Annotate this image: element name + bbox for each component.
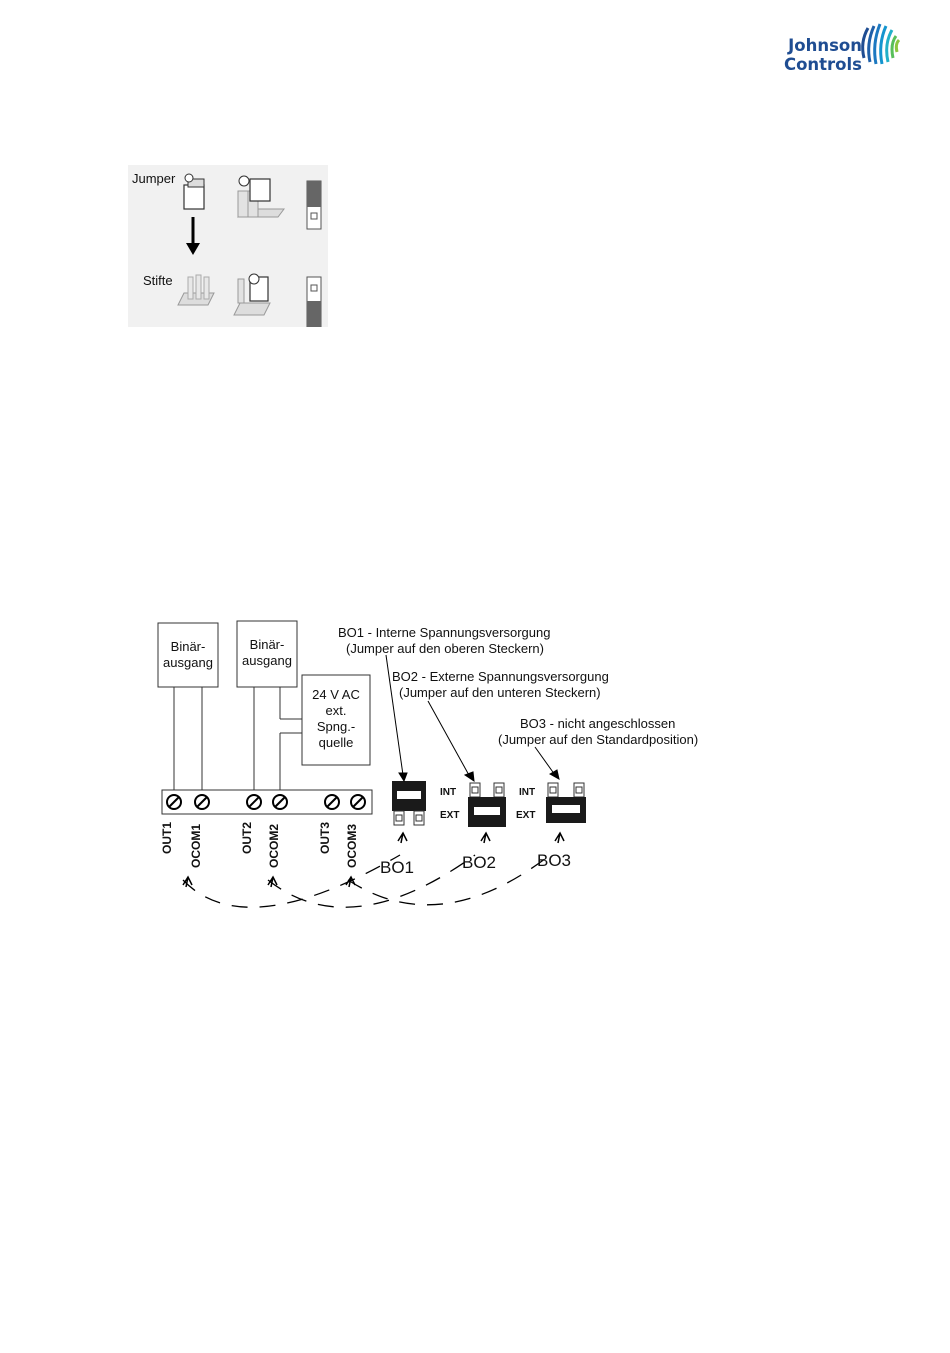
bo3-annotation-line2: (Jumper auf den Standardposition)	[498, 732, 699, 747]
power-source-line2: ext.	[325, 703, 347, 718]
bo3-label: BO3	[537, 851, 572, 870]
jumper-on-pins-bottom-icon	[233, 273, 271, 316]
bo2-connector	[468, 782, 506, 827]
position-indicator-bottom	[306, 276, 322, 328]
logo-text: Johnson Controls	[770, 36, 862, 74]
bo2-annotation-line2: (Jumper auf den unteren Steckern)	[399, 685, 601, 700]
johnson-controls-logo: Johnson Controls	[770, 18, 902, 80]
binary-output-2-label: Binär- ausgang	[237, 637, 297, 669]
down-arrow-icon	[186, 217, 200, 255]
binary-output-1-line1: Binär-	[170, 639, 206, 654]
bo2-label: BO2	[462, 853, 497, 872]
ext-label-2: EXT	[516, 810, 536, 821]
terminal-strip	[161, 789, 373, 815]
terminal-ocom3: OCOM3	[345, 823, 360, 869]
bo1-label: BO1	[380, 858, 415, 877]
power-source-line3: Spng.-	[316, 719, 356, 734]
int-label-2: INT	[519, 787, 536, 798]
jumper-label: Jumper	[132, 171, 176, 186]
bo2-annotation-line1: BO2 - Externe Spannungsversorgung	[392, 669, 609, 684]
position-indicator-top	[306, 180, 322, 230]
bo1-annotation-line1: BO1 - Interne Spannungsversorgung	[338, 625, 551, 640]
terminal-screws	[166, 794, 366, 810]
logo-line2: Controls	[783, 55, 862, 74]
power-source-box	[301, 674, 371, 766]
jumper-illustration: Jumper Stifte	[128, 165, 328, 328]
binary-output-box-2	[236, 620, 298, 688]
wiring-diagram-svg	[157, 620, 586, 908]
annotation-arrows	[385, 654, 560, 783]
logo-line1: Johnson	[788, 36, 862, 55]
binary-output-1-line2: ausgang	[163, 655, 213, 670]
jumper-on-pins-top-icon	[237, 175, 285, 218]
int-label-1: INT	[440, 787, 457, 798]
power-source-line1: 24 V AC	[312, 687, 360, 702]
power-source-line4: quelle	[318, 735, 354, 750]
bo1-connector	[392, 781, 426, 826]
terminal-out1: OUT1	[160, 821, 175, 855]
binary-output-box-1	[157, 622, 219, 688]
terminal-out2: OUT2	[240, 821, 255, 855]
pins-label: Stifte	[143, 273, 173, 288]
power-source-label: 24 V AC ext. Spng.- quelle	[302, 687, 370, 751]
wiring-diagram: Binär- ausgang Binär- ausgang 24 V AC ex…	[150, 615, 730, 935]
logo-wave-icon	[861, 23, 901, 65]
pointer-arrows	[182, 831, 565, 888]
bo3-connector	[546, 782, 586, 823]
terminal-ocom1: OCOM1	[189, 823, 204, 869]
bo3-annotation-line1: BO3 - nicht angeschlossen	[520, 716, 676, 731]
ext-label-1: EXT	[440, 810, 460, 821]
binary-output-2-line2: ausgang	[242, 653, 292, 668]
binary-output-1-label: Binär- ausgang	[158, 639, 218, 671]
terminal-out3: OUT3	[318, 821, 333, 855]
jumper-icon	[183, 173, 205, 210]
bo1-annotation-line2: (Jumper auf den oberen Steckern)	[346, 641, 544, 656]
binary-output-2-line1: Binär-	[249, 637, 285, 652]
dashed-arcs	[182, 854, 551, 908]
jumper-illustration-svg	[128, 165, 328, 328]
terminal-ocom2: OCOM2	[267, 823, 282, 869]
pins-icon	[177, 274, 215, 306]
